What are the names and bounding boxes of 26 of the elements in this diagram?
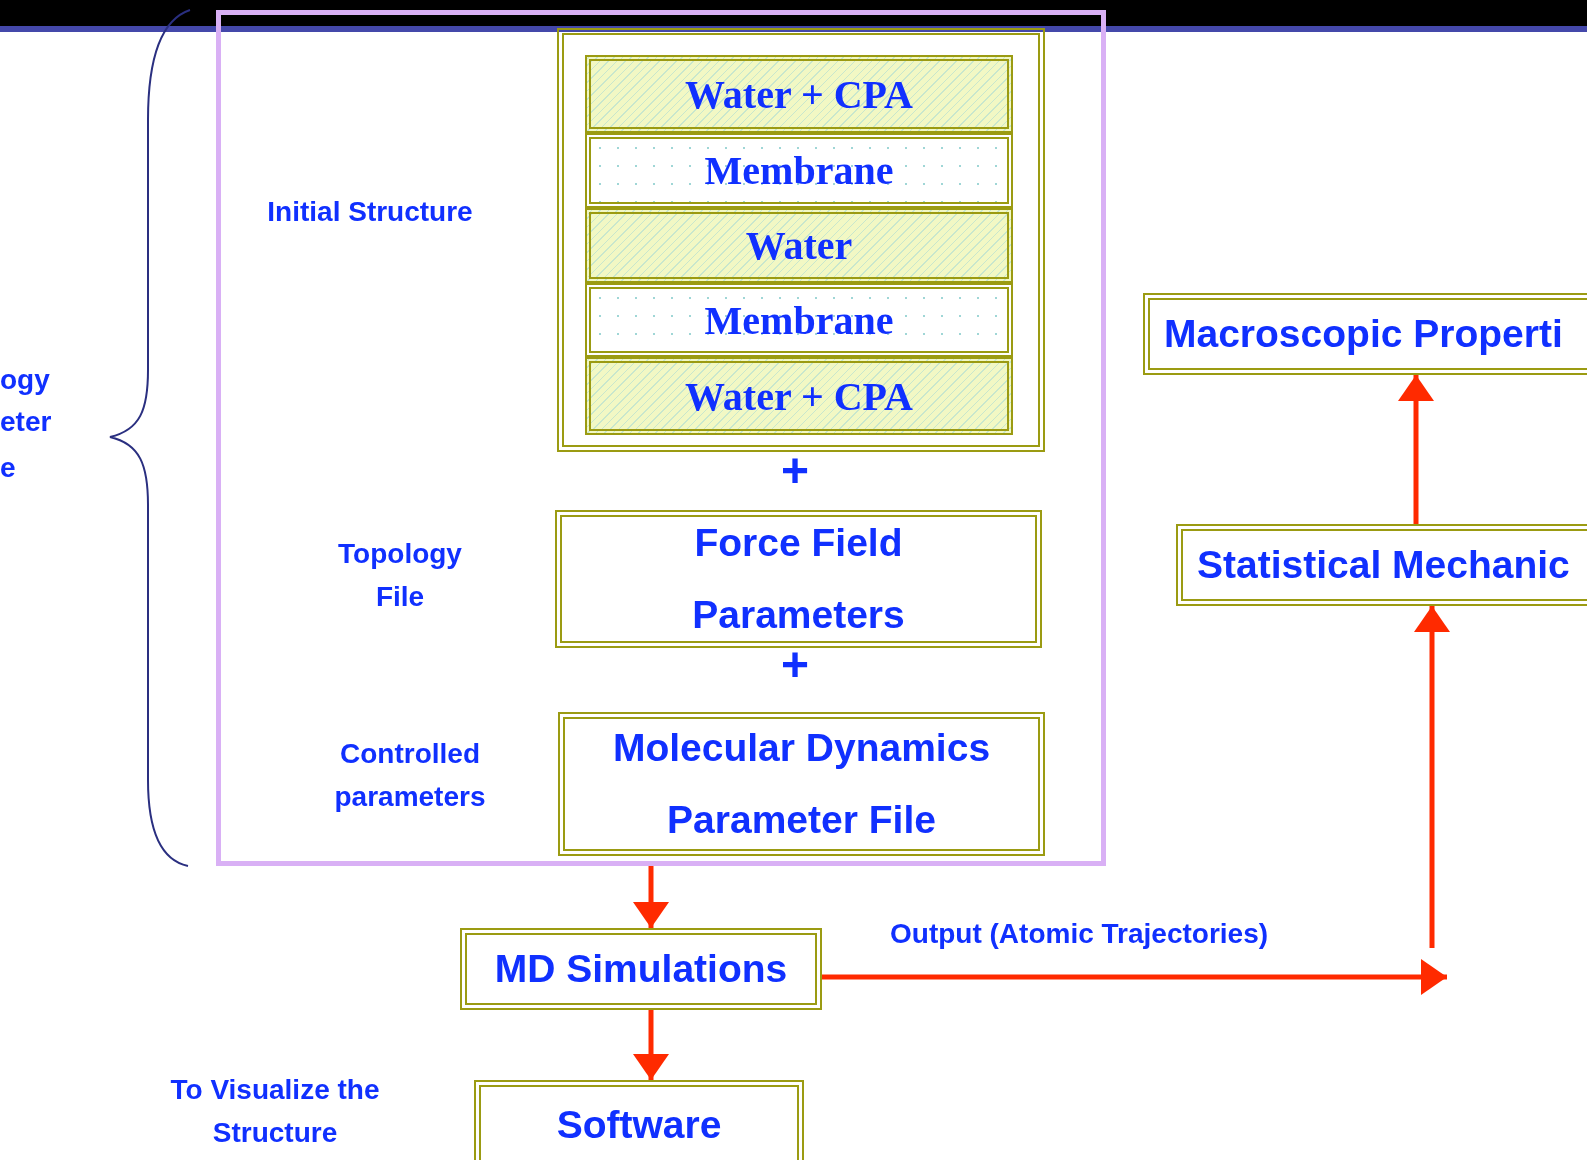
process-box: MD Simulations: [460, 928, 822, 1010]
group-frame: [216, 10, 1106, 866]
annotation-label: eter: [0, 405, 52, 439]
arrow: [822, 959, 1447, 995]
process-box: Statistical Mechanic: [1176, 524, 1587, 606]
process-box: Molecular Dynamics Parameter File: [558, 712, 1045, 856]
layer-stack-frame: [557, 28, 1045, 452]
arrow: [633, 1010, 669, 1080]
layer-box: Water + CPA: [585, 357, 1013, 435]
arrow: [1398, 375, 1434, 524]
annotation-label: Controlled parameters: [333, 737, 487, 814]
plus-sign: +: [780, 446, 810, 496]
layer-box: Membrane: [585, 133, 1013, 208]
annotation-label: ogy: [0, 363, 50, 397]
annotation-label: Topology File: [337, 537, 463, 614]
arrow: [1414, 606, 1450, 948]
process-box: Macroscopic Properti: [1143, 293, 1587, 375]
annotation-label: e: [0, 451, 16, 485]
process-box: Software: [474, 1080, 804, 1160]
layer-box: Water + CPA: [585, 55, 1013, 133]
layer-box: Membrane: [585, 283, 1013, 357]
process-box: Force Field Parameters: [555, 510, 1042, 648]
layer-box: Water: [585, 208, 1013, 283]
annotation-label: Initial Structure: [266, 195, 474, 229]
annotation-label: To Visualize the Structure: [169, 1073, 381, 1150]
arrow: [633, 866, 669, 928]
